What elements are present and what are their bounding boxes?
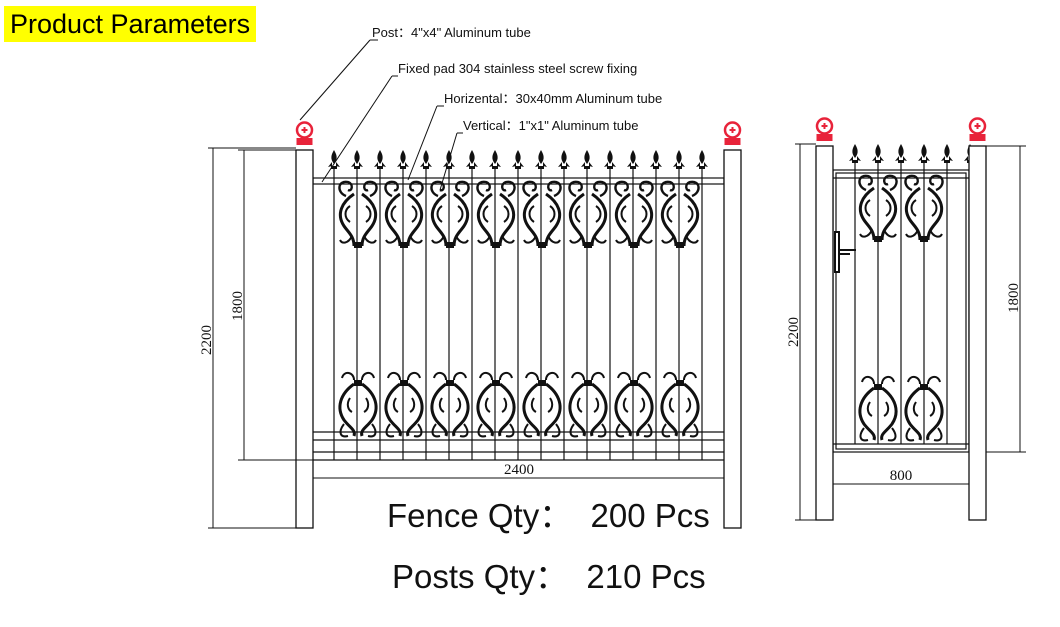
fence-verticals: [333, 168, 703, 460]
callout-vertical: Vertical：1"x1" Aluminum tube: [463, 118, 638, 133]
scroll-ornament-icon: [338, 371, 378, 438]
scroll-ornament-icon: [383, 180, 425, 250]
fence-post-right: [723, 149, 742, 529]
spear-finial-icon: [558, 150, 570, 169]
spear-finial-icon: [849, 144, 861, 163]
fence-quantity: Fence Qty： 200 Pcs: [387, 497, 710, 534]
spear-finial-icon: [374, 150, 386, 169]
scroll-ornament-icon: [660, 371, 700, 438]
scroll-ornament-icon: [614, 371, 654, 438]
spear-finial-icon: [696, 150, 708, 169]
gate-spears: [849, 144, 976, 163]
post-cap-icon: [723, 121, 742, 147]
fence-panel-height-label: 1800: [230, 291, 246, 321]
post-cap-icon: [815, 117, 834, 143]
spear-finial-icon: [673, 150, 685, 169]
scroll-ornament-icon: [429, 180, 471, 250]
gate-panel: [815, 117, 987, 521]
spear-finial-icon: [489, 150, 501, 169]
scroll-ornament-icon: [659, 180, 701, 250]
spear-finial-icon: [535, 150, 547, 169]
spear-finial-icon: [650, 150, 662, 169]
gate-dimension-lines: [795, 143, 1026, 521]
fence-top-scrolls: [337, 180, 701, 250]
spear-finial-icon: [581, 150, 593, 169]
spear-finial-icon: [872, 144, 884, 163]
post-cap-icon: [968, 117, 987, 143]
fence-total-height-label: 2200: [199, 325, 215, 355]
scroll-ornament-icon: [430, 371, 470, 438]
gate-post-left: [815, 145, 834, 521]
fence-dimension-lines: [208, 147, 725, 529]
gate-total-height-label: 2200: [786, 317, 802, 347]
scroll-ornament-icon: [613, 180, 655, 250]
scroll-ornament-icon: [522, 371, 562, 438]
scroll-ornament-icon: [476, 371, 516, 438]
spear-finial-icon: [351, 150, 363, 169]
spear-finial-icon: [918, 144, 930, 163]
spear-finial-icon: [512, 150, 524, 169]
posts-quantity: Posts Qty： 210 Pcs: [392, 558, 706, 595]
scroll-ornament-icon: [568, 371, 608, 438]
callout-leaders: [299, 39, 463, 191]
gate-posts: [815, 145, 987, 521]
spear-finial-icon: [328, 150, 340, 169]
fence-spears: [328, 150, 708, 169]
callout-post: Post：4"x4" Aluminum tube: [372, 25, 531, 40]
gate-panel-height-label: 1800: [1006, 283, 1022, 313]
spear-finial-icon: [420, 150, 432, 169]
scroll-ornament-icon: [384, 371, 424, 438]
page-title: Product Parameters: [4, 6, 257, 42]
fence-panel: [295, 121, 742, 529]
gate-width-label: 800: [890, 468, 913, 484]
spear-finial-icon: [466, 150, 478, 169]
post-cap-icon: [295, 121, 314, 147]
spear-finial-icon: [941, 144, 953, 163]
callout-horizontal: Horizental：30x40mm Aluminum tube: [444, 91, 662, 106]
scroll-ornament-icon: [337, 180, 379, 250]
callout-fixed-pad: Fixed pad 304 stainless steel screw fixi…: [398, 61, 637, 76]
spear-finial-icon: [604, 150, 616, 169]
fence-width-label: 2400: [504, 462, 534, 478]
scroll-ornament-icon: [521, 180, 563, 250]
fence-bottom-scrolls: [338, 371, 700, 438]
gate-handle-icon: [834, 231, 856, 273]
gate-post-right: [968, 145, 987, 521]
spear-finial-icon: [895, 144, 907, 163]
spear-finial-icon: [397, 150, 409, 169]
scroll-ornament-icon: [475, 180, 517, 250]
scroll-ornament-icon: [567, 180, 609, 250]
fence-posts: [295, 149, 742, 529]
spear-finial-icon: [627, 150, 639, 169]
fence-post-left: [295, 149, 314, 529]
